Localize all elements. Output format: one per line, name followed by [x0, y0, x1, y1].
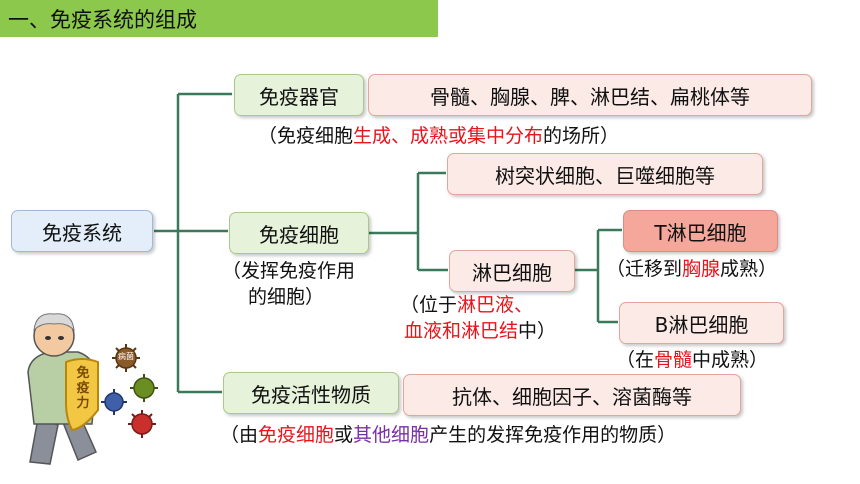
organs-label: 免疫器官 [259, 84, 339, 109]
t-cell-note: （迁移到胸腺成熟） [606, 258, 778, 280]
germ-icon-right [130, 374, 158, 402]
cells-note-line1: （发挥免疫作用 [222, 260, 356, 282]
substances-label: 免疫活性物质 [251, 382, 371, 407]
b-cell-note: （在骨髓中成熟） [616, 349, 769, 371]
root-box-immune-system: 免疫系统 [11, 210, 153, 252]
lymph-note-line2: 血液和淋巴结中） [404, 320, 557, 342]
shield-text: 免疫力 [76, 366, 90, 411]
t-cell-box: T淋巴细胞 [623, 210, 778, 252]
germ-icon-blue [101, 389, 127, 415]
substances-box: 免疫活性物质 [223, 372, 399, 414]
substances-items: 抗体、细胞因子、溶菌酶等 [452, 384, 692, 409]
germ-icon-top [112, 344, 140, 372]
section-title: 一、免疫系统的组成 [8, 8, 197, 32]
b-cell-box: B淋巴细胞 [619, 302, 784, 344]
lymph-note-line1: （位于淋巴液、 [400, 294, 534, 316]
t-cell-label: T淋巴细胞 [654, 220, 747, 245]
organs-note-emphasis: 生成、成熟或集中分布 [353, 125, 544, 147]
substances-items-box: 抗体、细胞因子、溶菌酶等 [403, 374, 741, 416]
cells-box: 免疫细胞 [229, 212, 369, 254]
substances-note: （由免疫细胞或其他细胞产生的发挥免疫作用的物质） [220, 424, 677, 446]
dendritic-label: 树突状细胞、巨噬细胞等 [495, 163, 715, 188]
organs-items-box: 骨髓、胸腺、脾、淋巴结、扁桃体等 [368, 74, 812, 116]
lymph-label: 淋巴细胞 [472, 260, 552, 285]
dendritic-box: 树突状细胞、巨噬细胞等 [447, 153, 763, 195]
organs-items: 骨髓、胸腺、脾、淋巴结、扁桃体等 [430, 84, 750, 109]
cells-label: 免疫细胞 [259, 222, 339, 247]
root-label: 免疫系统 [42, 220, 122, 245]
germ-label: 病菌 [118, 352, 134, 361]
section-header-bar: 一、免疫系统的组成 [0, 0, 438, 37]
germ-icon-red [128, 410, 156, 438]
cells-note-line2: 的细胞） [248, 286, 325, 308]
lymph-box: 淋巴细胞 [449, 250, 575, 292]
b-cell-label: B淋巴细胞 [654, 312, 749, 337]
organs-note: （免疫细胞生成、成熟或集中分布的场所） [258, 125, 620, 147]
organs-box: 免疫器官 [234, 74, 364, 116]
